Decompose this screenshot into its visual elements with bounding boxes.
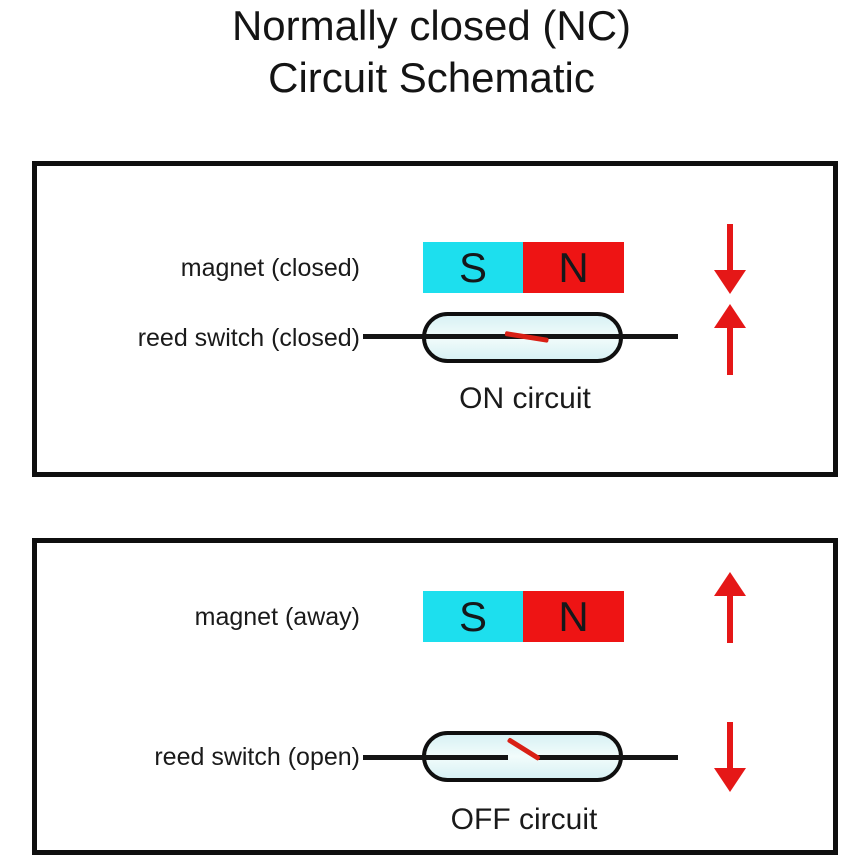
magnet-pole-north: N xyxy=(523,242,624,293)
up-arrow-icon xyxy=(714,572,746,643)
arrow-head xyxy=(714,304,746,328)
on-circuit-label: ON circuit xyxy=(459,382,591,415)
arrow-head xyxy=(714,768,746,792)
reed-switch-closed-label: reed switch (closed) xyxy=(137,324,360,352)
arrow-head xyxy=(714,572,746,596)
magnet-closed-label: magnet (closed) xyxy=(180,254,360,282)
magnet-away-label: magnet (away) xyxy=(194,603,360,631)
circuit-wire-right xyxy=(538,755,678,760)
off-circuit-label: OFF circuit xyxy=(450,803,598,836)
circuit-wire-left xyxy=(363,755,508,760)
arrow-shaft xyxy=(727,224,733,272)
magnet-pole-south: S xyxy=(423,591,523,642)
magnet-bar: S N xyxy=(423,591,624,642)
title-line-2: Circuit Schematic xyxy=(268,54,595,101)
panel-on-circuit: magnet (closed) S N reed switch (closed)… xyxy=(32,161,838,477)
title-line-1: Normally closed (NC) xyxy=(231,2,632,49)
magnet-pole-south: S xyxy=(423,242,523,293)
reed-switch-open-label: reed switch (open) xyxy=(154,743,360,771)
arrow-shaft xyxy=(727,722,733,770)
arrow-head xyxy=(714,270,746,294)
up-arrow-icon xyxy=(714,304,746,375)
arrow-shaft xyxy=(727,594,733,643)
down-arrow-icon xyxy=(714,224,746,294)
arrow-shaft xyxy=(727,326,733,375)
panel-off-circuit: magnet (away) S N reed switch (open) OFF… xyxy=(32,538,838,855)
down-arrow-icon xyxy=(714,722,746,797)
page-title: Normally closed (NC) Circuit Schematic xyxy=(0,0,863,104)
magnet-bar: S N xyxy=(423,242,624,293)
magnet-pole-north: N xyxy=(523,591,624,642)
